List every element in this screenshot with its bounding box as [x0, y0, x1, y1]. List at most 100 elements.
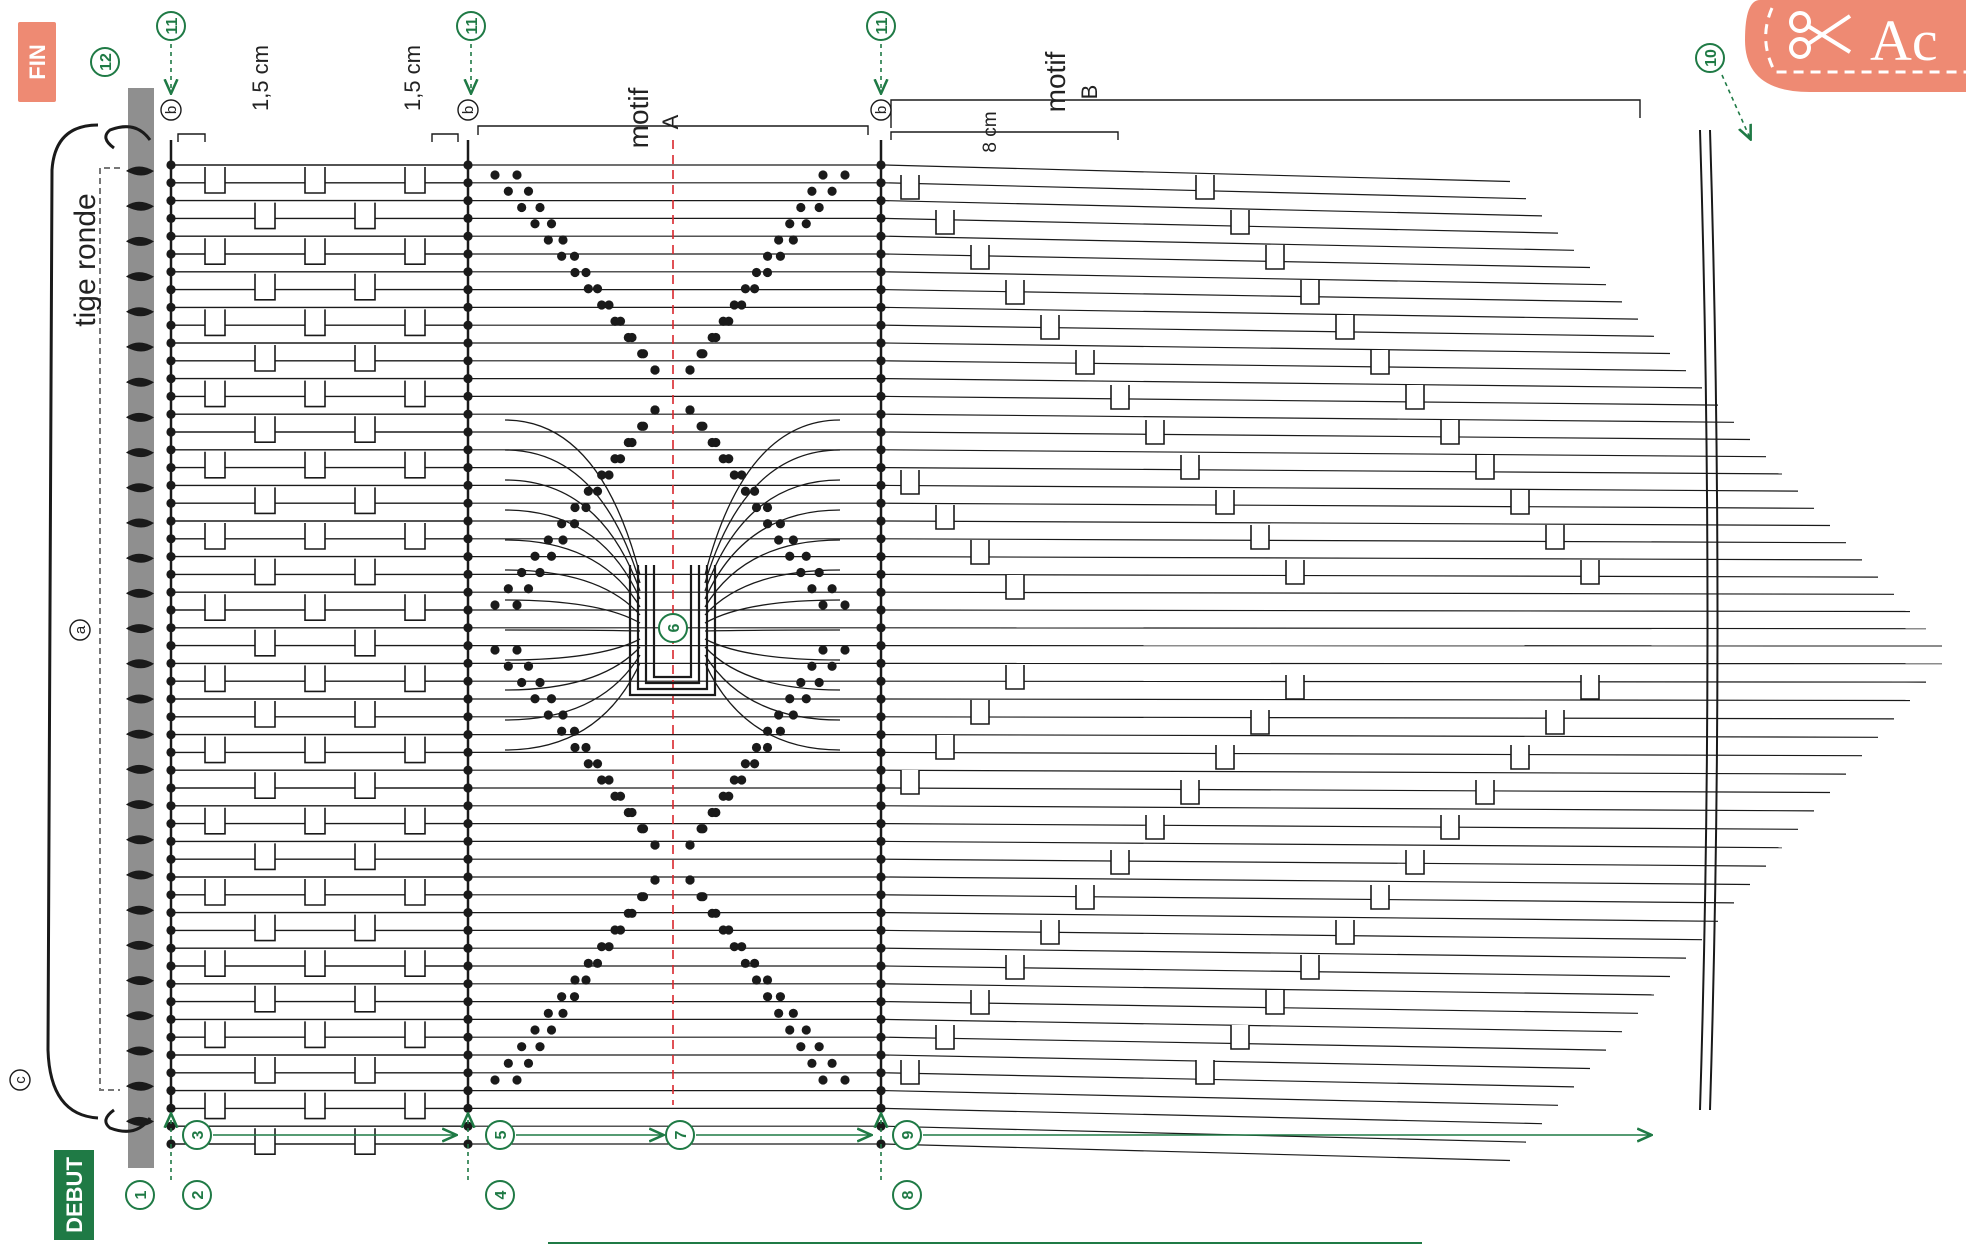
- fringe-cord: [885, 752, 1862, 755]
- half-hitch-dot: [876, 214, 885, 223]
- square-knot: [1371, 350, 1389, 374]
- half-hitch-dot: [876, 677, 885, 686]
- square-knot: [205, 1021, 225, 1047]
- diagonal-hitch-dot: [730, 775, 739, 784]
- fringe-cord: [885, 521, 1830, 526]
- half-hitch-dot: [876, 979, 885, 988]
- diagonal-hitch-dot: [774, 235, 783, 244]
- half-hitch-dot: [463, 427, 472, 436]
- half-hitch-dot: [463, 232, 472, 241]
- fringe-cord: [885, 343, 1670, 354]
- square-knot: [1371, 885, 1389, 909]
- motif-b-letter: B: [1077, 85, 1102, 100]
- fringe-cord: [885, 272, 1606, 285]
- step-3-label: 3: [190, 1130, 207, 1139]
- diagonal-hitch-dot: [719, 454, 728, 463]
- fringe-cord: [885, 895, 1734, 903]
- half-hitch-dot: [876, 748, 885, 757]
- square-knot: [971, 245, 989, 269]
- square-knot: [305, 665, 325, 691]
- diagonal-hitch-dot: [616, 454, 625, 463]
- square-knot: [405, 1021, 425, 1047]
- diagonal-hitch-dot: [517, 1042, 526, 1051]
- square-knot: [1216, 745, 1234, 769]
- half-hitch-dot: [463, 677, 472, 686]
- fringe-cord: [885, 414, 1734, 422]
- half-hitch-dot: [463, 801, 472, 810]
- diagonal-hitch-dot: [774, 1009, 783, 1018]
- half-hitch-dot: [876, 1050, 885, 1059]
- diagonal-hitch-dot: [796, 568, 805, 577]
- fringe-cord: [885, 788, 1830, 793]
- square-knot: [305, 594, 325, 620]
- half-hitch-dot: [166, 1015, 175, 1024]
- half-hitch-dot: [166, 819, 175, 828]
- diagonal-hitch-dot: [512, 645, 521, 654]
- half-hitch-dot: [166, 997, 175, 1006]
- square-knot: [255, 630, 275, 656]
- diagonal-hitch-dot: [490, 600, 499, 609]
- diagonal-hitch-dot: [581, 503, 590, 512]
- half-hitch-dot: [876, 267, 885, 276]
- square-knot: [1196, 1060, 1214, 1084]
- half-hitch-dot: [876, 588, 885, 597]
- fringe-cord: [885, 290, 1622, 302]
- half-hitch-dot: [463, 499, 472, 508]
- diagonal-hitch-dot: [604, 775, 613, 784]
- square-knot: [1511, 745, 1529, 769]
- diagonal-hitch-dot: [535, 568, 544, 577]
- square-knot: [205, 452, 225, 478]
- half-hitch-dot: [463, 410, 472, 419]
- square-knot: [355, 345, 375, 371]
- half-hitch-dot: [166, 1086, 175, 1095]
- diagonal-hitch-dot: [807, 1059, 816, 1068]
- diagonal-hitch-dot: [490, 1075, 499, 1084]
- diagonal-hitch-dot: [776, 519, 785, 528]
- square-knot: [355, 274, 375, 300]
- diagonal-hitch-dot: [752, 975, 761, 984]
- square-knot: [1111, 385, 1129, 409]
- diagonal-hitch-dot: [524, 187, 533, 196]
- fringe-cord: [885, 307, 1638, 319]
- half-hitch-dot: [463, 748, 472, 757]
- half-hitch-dot: [876, 819, 885, 828]
- square-knot: [1076, 885, 1094, 909]
- fringe-cord: [885, 539, 1846, 543]
- diagonal-hitch-dot: [763, 503, 772, 512]
- diagonal-hitch-dot: [774, 535, 783, 544]
- square-knot: [355, 986, 375, 1012]
- square-knot: [1336, 315, 1354, 339]
- square-knot: [1476, 780, 1494, 804]
- step-11-label: 11: [164, 17, 181, 34]
- diagonal-hitch-dot: [616, 792, 625, 801]
- square-knot: [1231, 210, 1249, 234]
- diagonal-hitch-dot: [741, 284, 750, 293]
- step-8-label: 8: [900, 1190, 917, 1199]
- half-hitch-dot: [166, 1068, 175, 1077]
- half-hitch-dot: [166, 338, 175, 347]
- diagonal-hitch-dot: [544, 535, 553, 544]
- fringe-cord: [885, 574, 1878, 577]
- square-knot: [355, 843, 375, 869]
- fringe-cord: [885, 1126, 1526, 1142]
- half-hitch-dot: [463, 659, 472, 668]
- diagonal-hitch-dot: [535, 1042, 544, 1051]
- diagonal-hitch-dot: [570, 992, 579, 1001]
- half-hitch-dot: [463, 463, 472, 472]
- diagonal-hitch-dot: [807, 187, 816, 196]
- half-hitch-dot: [876, 463, 885, 472]
- diagonal-hitch-dot: [763, 743, 772, 752]
- diagonal-hitch-dot: [785, 1025, 794, 1034]
- half-hitch-dot: [876, 1015, 885, 1024]
- half-hitch-dot: [463, 214, 472, 223]
- diagonal-hitch-dot: [708, 333, 717, 342]
- diagonal-hitch-dot: [802, 219, 811, 228]
- step-6-label: 6: [666, 623, 683, 632]
- diagonal-hitch-dot: [504, 1059, 513, 1068]
- diagonal-hitch-dot: [524, 662, 533, 671]
- square-knot: [1266, 990, 1284, 1014]
- half-hitch-dot: [876, 338, 885, 347]
- half-hitch-dot: [166, 303, 175, 312]
- diagonal-hitch-dot: [593, 759, 602, 768]
